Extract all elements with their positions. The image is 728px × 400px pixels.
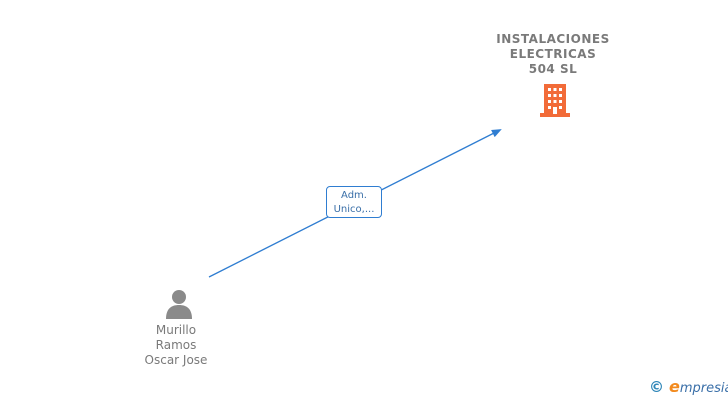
copyright-icon: © bbox=[649, 378, 664, 396]
relationship-label-line-1: Adm. bbox=[341, 190, 367, 201]
company-name-line-1: INSTALACIONES bbox=[496, 32, 610, 46]
relationship-label[interactable]: Adm. Unico,... bbox=[326, 186, 382, 218]
company-name[interactable]: INSTALACIONES ELECTRICAS 504 SL bbox=[482, 32, 624, 77]
building-icon[interactable] bbox=[538, 82, 572, 118]
person-name-line-3: Oscar Jose bbox=[144, 353, 208, 367]
person-icon[interactable] bbox=[163, 288, 195, 320]
person-name-line-2: Ramos bbox=[155, 338, 197, 352]
company-name-line-3: 504 SL bbox=[528, 62, 578, 76]
person-name[interactable]: Murillo Ramos Oscar Jose bbox=[116, 323, 236, 368]
empresia-logo-text: mpresia bbox=[679, 381, 728, 396]
empresia-logo-initial: e bbox=[669, 377, 680, 396]
relationship-label-line-2: Unico,... bbox=[333, 204, 375, 215]
empresia-logo[interactable]: empresia bbox=[669, 377, 728, 397]
company-name-line-2: ELECTRICAS bbox=[509, 47, 597, 61]
person-name-line-1: Murillo bbox=[155, 323, 197, 337]
